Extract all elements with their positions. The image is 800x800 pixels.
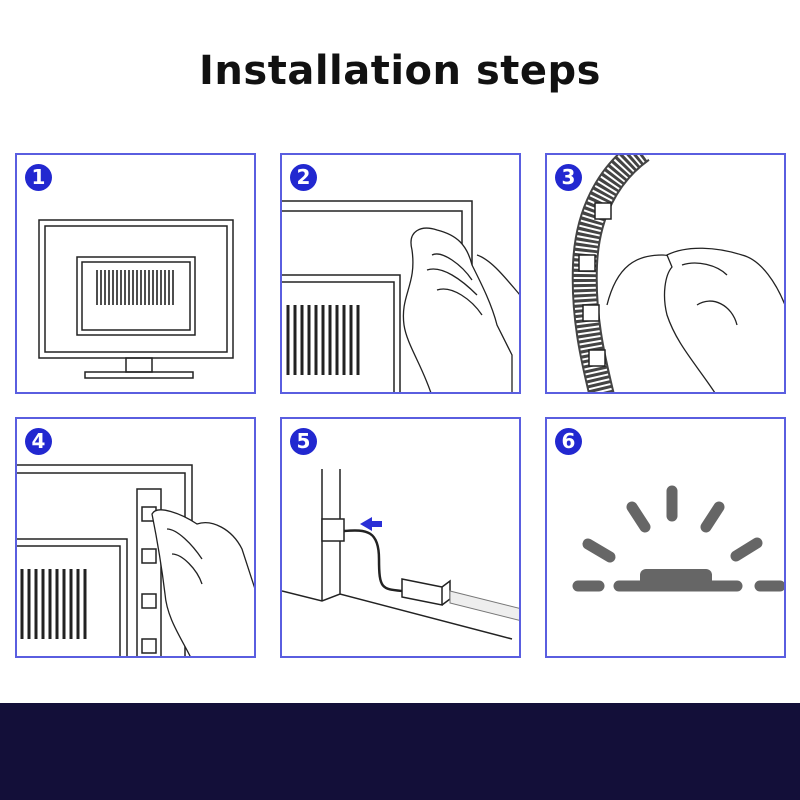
wipe-icon: [282, 200, 519, 392]
step-6-panel: 6: [545, 417, 786, 658]
usb-plug-icon: [282, 469, 519, 640]
tv-icon: [38, 219, 234, 379]
step-4-panel: 4: [15, 417, 256, 658]
step-number-badge: 5: [290, 428, 317, 455]
footer-bar: [0, 703, 800, 800]
step-3-panel: 3: [545, 153, 786, 394]
page-title: Installation steps: [199, 48, 601, 94]
peel-strip-icon: [571, 155, 784, 392]
light-on-icon: [572, 485, 784, 592]
step-number-badge: 3: [555, 164, 582, 191]
step-number-badge: 4: [25, 428, 52, 455]
attach-strip-icon: [17, 464, 254, 656]
step-1-panel: 1: [15, 153, 256, 394]
arrow-left-icon: [360, 517, 382, 531]
step-2-panel: 2: [280, 153, 521, 394]
step-number-badge: 6: [555, 428, 582, 455]
step-number-badge: 1: [25, 164, 52, 191]
step-5-panel: 5: [280, 417, 521, 658]
step-number-badge: 2: [290, 164, 317, 191]
